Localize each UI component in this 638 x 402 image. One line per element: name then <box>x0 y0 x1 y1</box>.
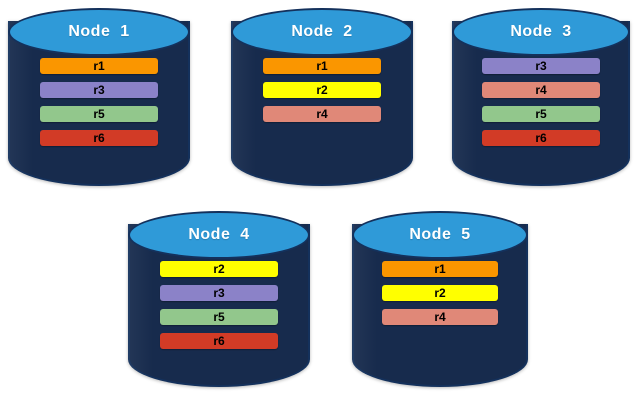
replica-bar-r5[interactable]: r5 <box>40 106 158 122</box>
replica-bar-r5[interactable]: r5 <box>482 106 600 122</box>
cylinder-top-disc <box>128 211 310 259</box>
replica-bar-r1[interactable]: r1 <box>263 58 381 74</box>
replica-bar-r2[interactable]: r2 <box>263 82 381 98</box>
database-cylinder-icon <box>452 8 630 186</box>
cylinder-top-disc <box>8 8 190 56</box>
replica-list: r1 r2 r4 <box>263 58 381 122</box>
replica-list: r1 r3 r5 r6 <box>40 58 158 146</box>
replica-bar-r2[interactable]: r2 <box>382 285 498 301</box>
replica-list: r1 r2 r4 <box>382 261 498 325</box>
replica-bar-r2[interactable]: r2 <box>160 261 278 277</box>
replica-bar-r4[interactable]: r4 <box>482 82 600 98</box>
replica-bar-r3[interactable]: r3 <box>40 82 158 98</box>
replica-bar-r4[interactable]: r4 <box>263 106 381 122</box>
replica-bar-r1[interactable]: r1 <box>40 58 158 74</box>
replica-bar-r6[interactable]: r6 <box>40 130 158 146</box>
replica-bar-r6[interactable]: r6 <box>160 333 278 349</box>
replica-list: r2 r3 r5 r6 <box>160 261 278 349</box>
replica-bar-r3[interactable]: r3 <box>160 285 278 301</box>
replica-list: r3 r4 r5 r6 <box>482 58 600 146</box>
cylinder-top-disc <box>452 8 630 56</box>
replica-bar-r3[interactable]: r3 <box>482 58 600 74</box>
replica-bar-r6[interactable]: r6 <box>482 130 600 146</box>
cylinder-top-disc <box>352 211 528 259</box>
cylinder-top-disc <box>231 8 413 56</box>
replica-bar-r4[interactable]: r4 <box>382 309 498 325</box>
replica-bar-r1[interactable]: r1 <box>382 261 498 277</box>
replica-bar-r5[interactable]: r5 <box>160 309 278 325</box>
